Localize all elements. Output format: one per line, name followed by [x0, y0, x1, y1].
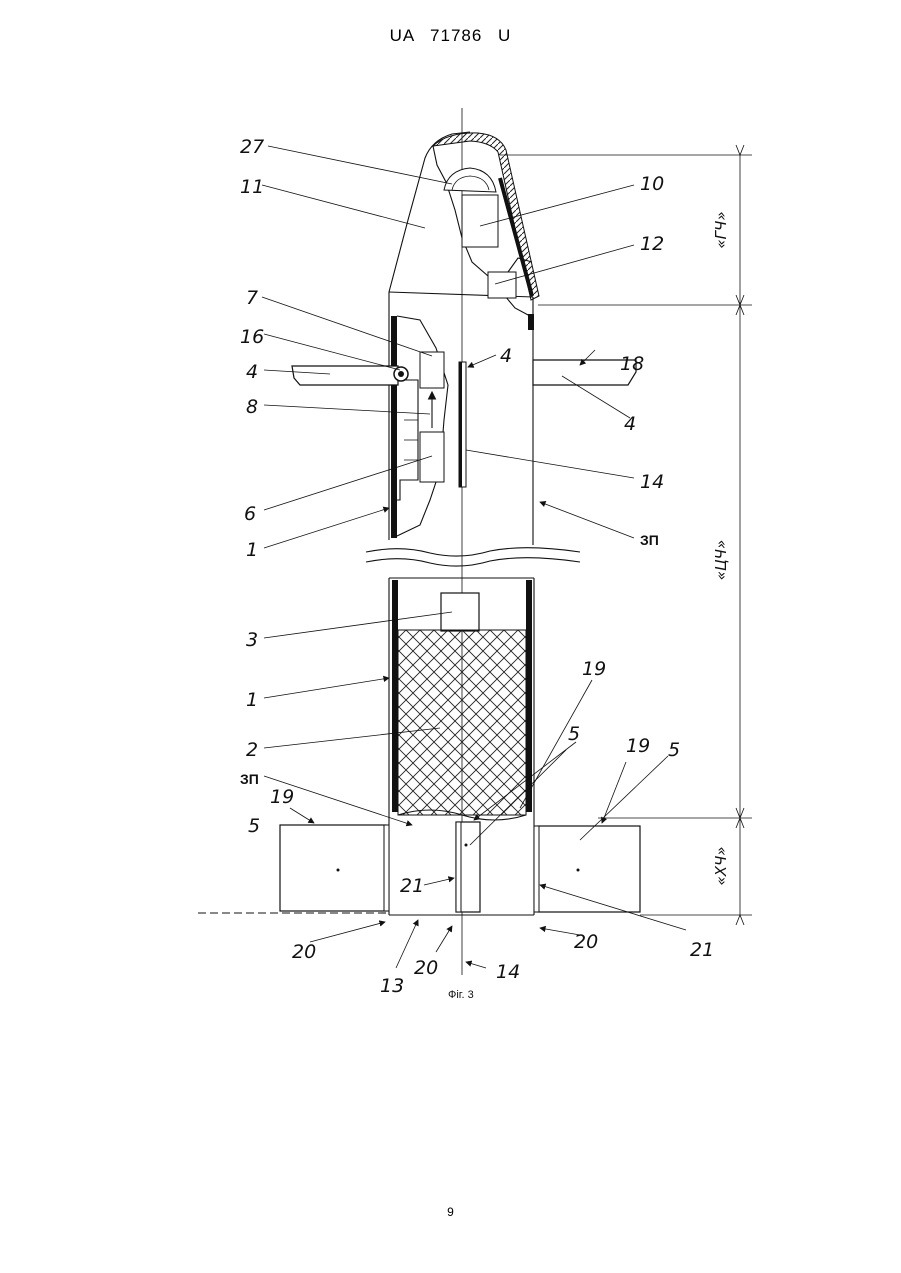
label-1-upper: 1 [246, 539, 258, 561]
label-19-right: 19 [626, 735, 650, 757]
label-5-center: 5 [568, 723, 580, 745]
label-6: 6 [244, 503, 256, 525]
tail-fins [280, 822, 640, 912]
label-5-left: 5 [248, 815, 260, 837]
label-13: 13 [380, 975, 404, 997]
label-8: 8 [246, 396, 258, 418]
label-10: 10 [640, 173, 664, 195]
label-7: 7 [246, 287, 258, 309]
label-19-top: 19 [582, 658, 606, 680]
page-number: 9 [0, 1205, 901, 1219]
label-zp-lower: ЗП [240, 771, 259, 787]
label-3: 3 [246, 629, 258, 651]
label-14-lower: 14 [496, 961, 520, 983]
label-27: 27 [240, 136, 264, 158]
label-21-left: 21 [400, 875, 424, 897]
label-16: 16 [240, 326, 264, 348]
label-21-right: 21 [690, 939, 714, 961]
label-11: 11 [240, 176, 264, 198]
label-20-left: 20 [292, 941, 316, 963]
propellant-charge [398, 630, 526, 815]
label-1-lower: 1 [246, 689, 258, 711]
label-4-center: 4 [500, 345, 512, 367]
label-20-right: 20 [574, 931, 598, 953]
upper-body [389, 292, 534, 545]
dim-xch: «ХЧ» [712, 846, 730, 885]
label-5-right: 5 [668, 739, 680, 761]
label-zp-upper: ЗП [640, 532, 659, 548]
dim-cch: «ЦЧ» [712, 540, 730, 580]
label-20-center: 20 [414, 957, 438, 979]
break-line [366, 548, 580, 556]
label-19-left: 19 [270, 786, 294, 808]
dim-gch: «ГЧ» [712, 211, 730, 248]
nose-cone [389, 132, 539, 316]
label-18: 18 [620, 353, 644, 375]
label-2: 2 [246, 739, 258, 761]
label-14-upper: 14 [640, 471, 664, 493]
label-4-right: 4 [624, 413, 636, 435]
figure-caption: Фіг. 3 [448, 989, 474, 1001]
label-12: 12 [640, 233, 664, 255]
label-4-left: 4 [246, 361, 258, 383]
left-wing [292, 366, 408, 385]
